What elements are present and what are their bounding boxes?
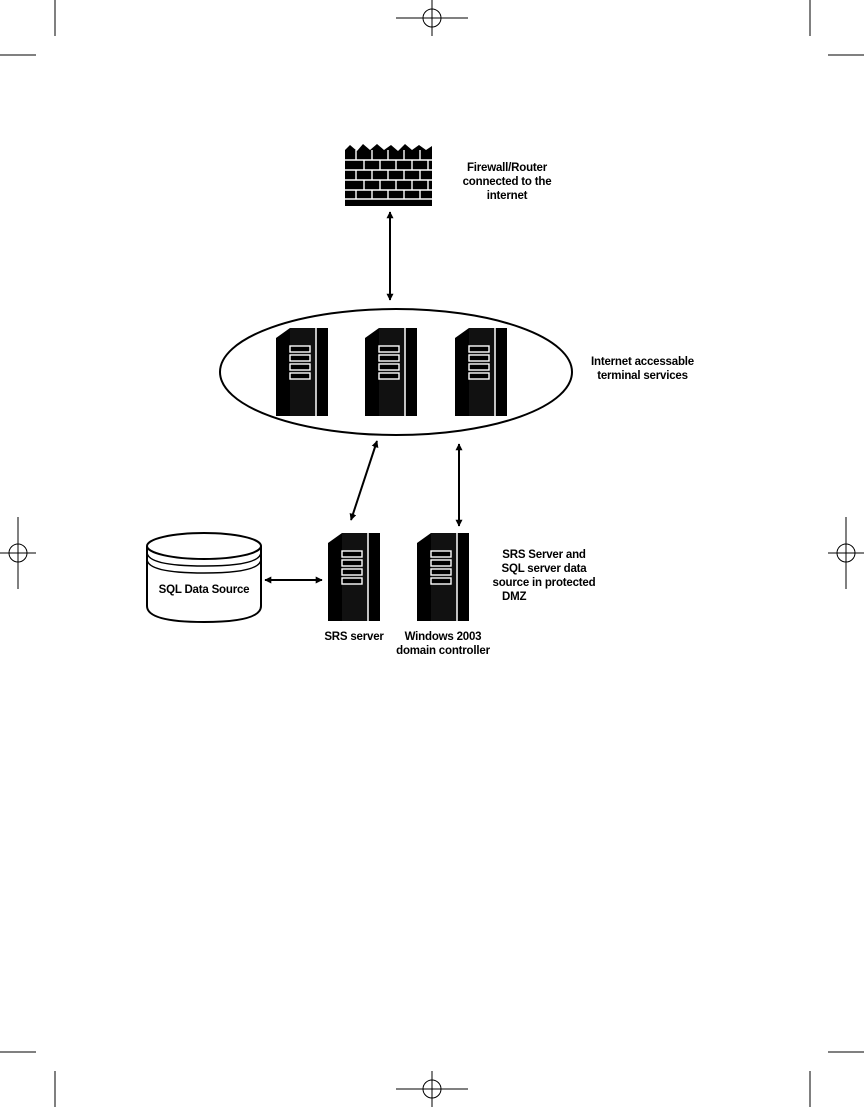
firewall-label: Firewall/Router connected to the interne… <box>452 161 562 203</box>
domain-controller-label: Windows 2003 domain controller <box>393 630 493 658</box>
registration-mark-top <box>396 0 468 36</box>
server-tower-icon <box>365 328 417 416</box>
arrow-terminal-srs <box>349 440 379 521</box>
server-tower-icon <box>417 533 469 621</box>
database-icon <box>146 532 262 624</box>
dmz-note-label-line: SQL server data <box>501 563 587 575</box>
dmz-note-label-line: source in protected <box>492 577 596 589</box>
server-tower-icon <box>276 328 328 416</box>
firewall-label-line: internet <box>486 190 528 202</box>
domain-controller-label-line: Windows 2003 <box>404 631 482 643</box>
terminal-services-label: Internet accessable terminal services <box>580 355 705 383</box>
terminal-services-label-line: terminal services <box>597 370 688 382</box>
dmz-note-label: SRS Server and SQL server data source in… <box>488 548 600 604</box>
brick-wall-icon <box>345 144 432 206</box>
registration-mark-right <box>828 517 864 589</box>
firewall-label-line: Firewall/Router <box>466 162 548 174</box>
srs-server-text: SRS server <box>324 631 384 643</box>
domain-controller-label-line: domain controller <box>396 645 490 657</box>
registration-mark-bottom <box>396 1071 468 1107</box>
sql-data-source-label: SQL Data Source <box>147 583 261 597</box>
srs-server-label: SRS server <box>314 630 394 644</box>
firewall-label-line: connected to the <box>462 176 552 188</box>
terminal-services-label-line: Internet accessable <box>591 356 694 368</box>
dmz-note-label-line: SRS Server and <box>502 549 586 561</box>
sql-data-source-text: SQL Data Source <box>158 584 250 596</box>
server-tower-icon <box>328 533 380 621</box>
registration-mark-left <box>0 517 36 589</box>
dmz-note-label-line: DMZ <box>502 591 527 603</box>
server-tower-icon <box>455 328 507 416</box>
